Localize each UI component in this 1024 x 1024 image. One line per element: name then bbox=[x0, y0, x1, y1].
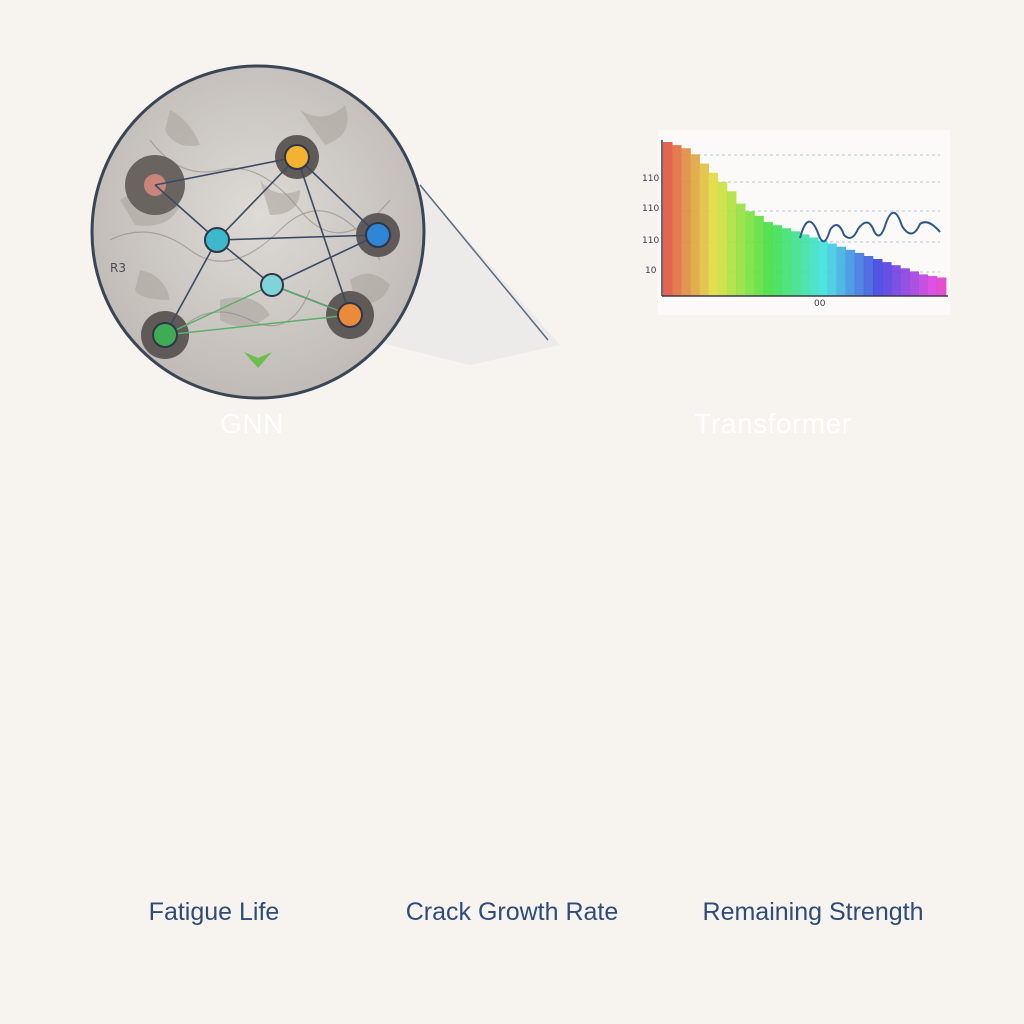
inset-bar bbox=[918, 274, 929, 296]
inset-bar bbox=[936, 277, 947, 296]
inset-bar bbox=[873, 259, 883, 296]
inset-bar bbox=[891, 265, 901, 296]
inset-bar bbox=[763, 222, 773, 296]
inset-bar bbox=[927, 276, 938, 296]
microstructure-graph bbox=[90, 64, 426, 400]
inset-bars bbox=[663, 142, 947, 296]
inset-y-tick-2: 110 bbox=[642, 204, 660, 214]
transformer-label: Transformer bbox=[694, 408, 852, 439]
inset-bar bbox=[772, 225, 782, 296]
inset-bar bbox=[781, 228, 792, 296]
micro-label: R3 bbox=[110, 261, 126, 275]
projection-line bbox=[419, 184, 549, 341]
inset-chart bbox=[658, 130, 950, 315]
inset-bar bbox=[863, 256, 874, 296]
inset-bar bbox=[799, 234, 810, 296]
crack-growth-rate-label: Crack Growth Rate bbox=[405, 898, 619, 926]
fatigue-life-label: Fatigue Life bbox=[148, 898, 280, 926]
inset-bar bbox=[690, 154, 700, 296]
gnn-input-chevron bbox=[244, 352, 272, 368]
inset-bar bbox=[909, 271, 919, 296]
inset-bar bbox=[736, 203, 746, 296]
inset-bar bbox=[809, 237, 819, 296]
inset-bar bbox=[754, 215, 764, 296]
inset-bar bbox=[708, 172, 719, 296]
inset-bar bbox=[900, 268, 910, 296]
inset-y-tick-4: 10 bbox=[645, 266, 657, 276]
inset-bar bbox=[699, 163, 709, 296]
inset-bar bbox=[836, 246, 846, 296]
inset-bar bbox=[827, 243, 837, 296]
inset-bar bbox=[854, 252, 865, 296]
inset-bar bbox=[745, 211, 755, 296]
inset-y-tick-1: 110 bbox=[642, 174, 660, 184]
inset-bar bbox=[672, 145, 682, 296]
inset-bar bbox=[663, 142, 673, 296]
inset-bar bbox=[717, 182, 728, 296]
inset-bar bbox=[726, 191, 737, 296]
gnn-label: GNN bbox=[220, 408, 284, 439]
inset-bar bbox=[790, 231, 801, 296]
inset-bar bbox=[882, 262, 892, 296]
inset-signal-line bbox=[799, 211, 941, 243]
inset-y-tick-3: 110 bbox=[642, 236, 660, 246]
inset-bar bbox=[818, 240, 828, 296]
inset-bar bbox=[845, 249, 856, 296]
inset-bar bbox=[681, 148, 691, 296]
remaining-strength-label: Remaining Strength bbox=[702, 898, 924, 926]
inset-x-tick: 00 bbox=[814, 299, 826, 309]
